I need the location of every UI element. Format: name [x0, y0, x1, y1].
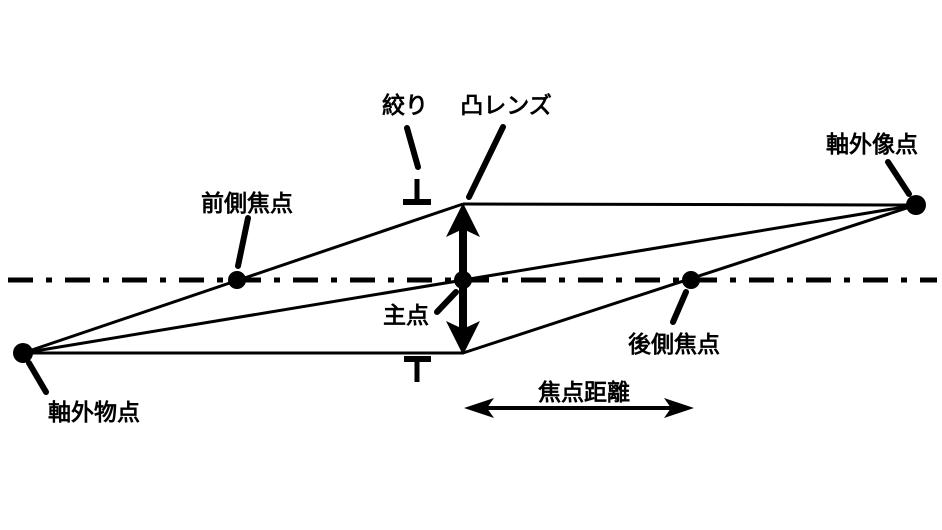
focal-length-label: 焦点距離 [538, 379, 630, 405]
convex-lens-label-leader [466, 124, 506, 200]
aperture-top-mark-icon [403, 179, 431, 205]
ray-lens-top-parallel-to-image [462, 202, 917, 207]
front-focal-point-label: 前側焦点 [201, 190, 293, 216]
rear-focal-label-leader [670, 289, 689, 325]
convex-lens-label: 凸レンズ [460, 92, 552, 118]
aperture-label-leader [404, 125, 421, 170]
focal-length-arrow-right-head-icon [664, 398, 694, 418]
off-axis-image-point-label: 軸外像点 [826, 131, 918, 157]
off-axis-object-point-label: 軸外物点 [48, 399, 140, 425]
rear-focal-point-label: 後側焦点 [628, 331, 720, 357]
aperture-label: 絞り [382, 92, 428, 118]
lens-arrow-down-head-icon [446, 321, 480, 355]
principal-point-dot [454, 271, 472, 289]
focal-length-arrow [464, 398, 694, 418]
rear-focal-point-dot [682, 271, 700, 289]
principal-point-label-leader [434, 289, 459, 315]
object-point-label-leader [26, 360, 49, 395]
front-focal-label-leader [235, 215, 251, 269]
lens-arrow-up-head-icon [446, 203, 480, 237]
image-point-label-leader [885, 159, 912, 197]
focal-length-arrow-left-head-icon [464, 398, 494, 418]
off-axis-image-point-dot [906, 195, 926, 215]
principal-point-label: 主点 [383, 302, 429, 328]
aperture-bottom-mark-icon [404, 356, 431, 382]
off-axis-object-point-dot [13, 343, 33, 363]
front-focal-point-dot [228, 271, 246, 289]
